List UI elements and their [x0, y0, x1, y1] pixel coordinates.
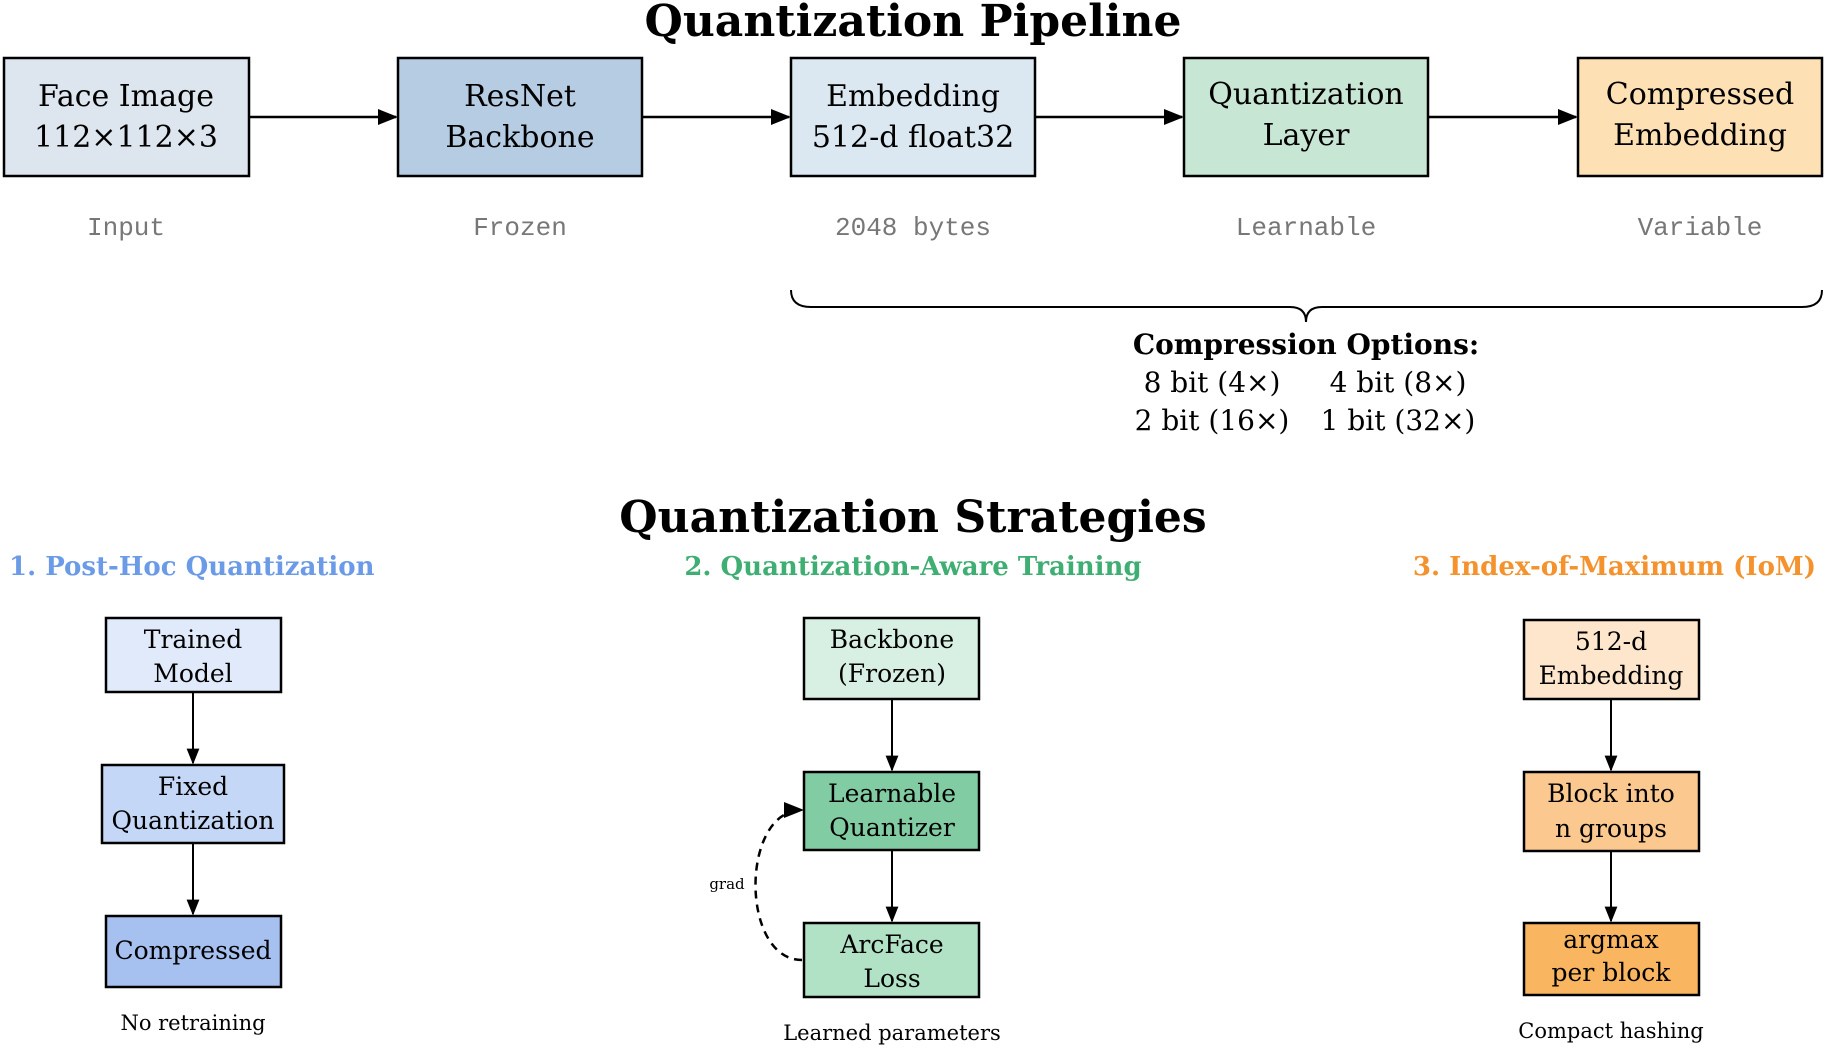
- stage-line-2: Layer: [1263, 118, 1351, 153]
- stage-label: Variable: [1638, 213, 1763, 243]
- strategy-qat: 2. Quantization-Aware Training Backbone …: [684, 552, 1141, 1045]
- box-line-2: Embedding: [1539, 661, 1684, 690]
- compression-option: 2 bit (16×): [1135, 404, 1290, 437]
- stage-line-2: 512-d float32: [812, 120, 1014, 155]
- box-line-1: Block into: [1547, 779, 1675, 808]
- stage-line-1: Quantization: [1208, 77, 1404, 112]
- box-line-1: Compressed: [114, 936, 271, 965]
- pipeline-title: Quantization Pipeline: [644, 0, 1181, 47]
- box-line-1: Trained: [144, 625, 242, 654]
- box-line-2: n groups: [1555, 814, 1667, 843]
- strategy-iom: 3. Index-of-Maximum (IoM) 512-d Embeddin…: [1413, 552, 1816, 1043]
- box-line-2: Model: [153, 659, 232, 688]
- stage-line-1: Embedding: [826, 79, 1000, 114]
- strategy-box: [802, 770, 981, 852]
- stage-label: 2048 bytes: [835, 213, 991, 243]
- stage-box: [396, 56, 644, 178]
- stage-line-1: Face Image: [38, 79, 214, 114]
- pipeline-stage-embedding: Embedding 512-d float32 2048 bytes: [789, 56, 1037, 243]
- compression-option: 8 bit (4×): [1144, 366, 1281, 399]
- strategy-box: [1522, 770, 1701, 853]
- strategy-title: 2. Quantization-Aware Training: [684, 552, 1141, 582]
- stage-label: Frozen: [473, 213, 567, 243]
- grad-feedback-arrow: [754, 802, 804, 962]
- strategy-caption: No retraining: [120, 1011, 265, 1035]
- pipeline-stage-input: Face Image 112×112×3 Input: [2, 56, 251, 243]
- stage-box: [789, 56, 1037, 178]
- stage-box: [1182, 56, 1430, 178]
- box-line-1: Backbone: [830, 625, 954, 654]
- strategies-title: Quantization Strategies: [619, 492, 1206, 543]
- strategy-box: [802, 616, 981, 701]
- compression-options: Compression Options: 8 bit (4×) 4 bit (8…: [1133, 328, 1479, 437]
- stage-box: [2, 56, 251, 178]
- strategy-box: [1522, 618, 1701, 701]
- box-line-1: Learnable: [828, 779, 956, 808]
- strategy-title: 3. Index-of-Maximum (IoM): [1413, 552, 1816, 582]
- stage-box: [1576, 56, 1824, 178]
- compression-brace: [790, 289, 1823, 323]
- stage-line-1: ResNet: [464, 79, 576, 114]
- grad-label: grad: [709, 875, 745, 893]
- stage-line-1: Compressed: [1606, 77, 1795, 112]
- strategy-box: [104, 616, 283, 694]
- compression-option: 4 bit (8×): [1330, 366, 1467, 399]
- strategy-box: [1522, 921, 1701, 997]
- stage-label: Input: [87, 213, 165, 243]
- stage-line-2: Embedding: [1613, 118, 1787, 153]
- stage-label: Learnable: [1236, 213, 1376, 243]
- strategy-box: [104, 914, 283, 989]
- pipeline-stage-backbone: ResNet Backbone Frozen: [396, 56, 644, 243]
- strategy-caption: Compact hashing: [1518, 1019, 1704, 1043]
- box-line-2: Quantization: [112, 806, 275, 835]
- box-line-2: Quantizer: [829, 813, 955, 842]
- pipeline-stage-compressed: Compressed Embedding Variable: [1576, 56, 1824, 243]
- compression-options-title: Compression Options:: [1133, 328, 1479, 361]
- box-line-1: 512-d: [1575, 627, 1647, 656]
- stage-line-2: 112×112×3: [34, 120, 218, 155]
- strategy-post-hoc: 1. Post-Hoc Quantization Trained Model F…: [9, 552, 375, 1035]
- pipeline-stage-quantization: Quantization Layer Learnable: [1182, 56, 1430, 243]
- box-line-1: argmax: [1563, 925, 1659, 954]
- stage-line-2: Backbone: [445, 120, 594, 155]
- box-line-2: per block: [1552, 958, 1672, 987]
- strategy-caption: Learned parameters: [783, 1021, 1001, 1045]
- box-line-2: (Frozen): [838, 659, 946, 688]
- box-line-1: ArcFace: [839, 930, 943, 959]
- box-line-1: Fixed: [158, 772, 228, 801]
- strategy-title: 1. Post-Hoc Quantization: [9, 552, 375, 582]
- compression-option: 1 bit (32×): [1321, 404, 1476, 437]
- strategy-box: [802, 921, 981, 999]
- box-line-2: Loss: [863, 964, 920, 993]
